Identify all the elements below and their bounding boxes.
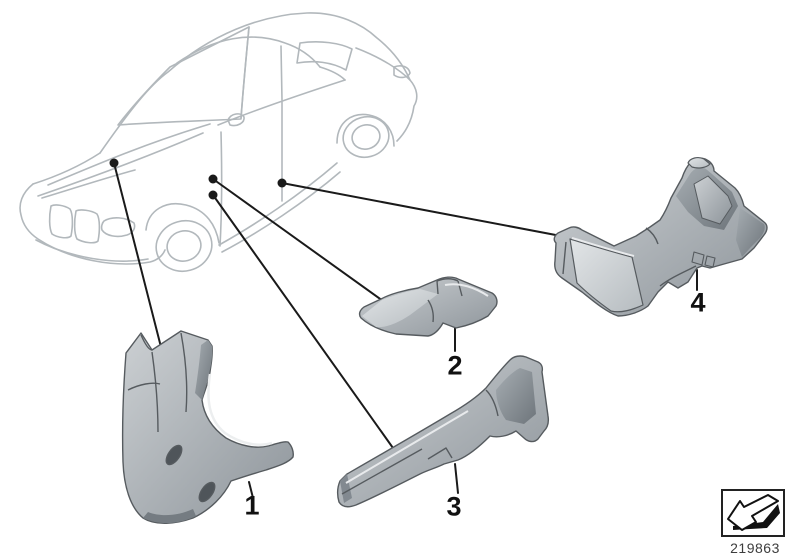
hotspot-dot-2 [208,174,218,184]
callout-label-3[interactable]: 3 [446,491,462,522]
hotspot-dot-1 [109,158,119,168]
part-2-drawing[interactable] [358,276,498,337]
leader-line-part-3 [212,194,394,449]
part-1-slot-upper [165,444,183,466]
orientation-legend-box [721,489,785,537]
part-3-drawing[interactable] [336,355,550,508]
leader-line-part-2 [212,178,384,302]
hotspot-dots [109,158,287,200]
leader-line-part-1 [113,162,163,352]
label-leader-3 [454,463,459,494]
diagram-number: 219863 [730,540,780,556]
callout-label-4[interactable]: 4 [690,287,706,318]
part-4-drawing[interactable] [553,157,768,317]
car-outline-icon [19,12,418,273]
hotspot-dot-4 [277,178,287,188]
label-leader-1 [248,481,254,499]
part-1-drawing[interactable] [121,330,294,524]
hotspot-dot-3 [208,190,218,200]
callout-label-1[interactable]: 1 [244,490,260,521]
callout-label-2[interactable]: 2 [447,350,463,381]
leader-line-part-4 [281,182,562,237]
direction-arrow-icon [727,494,780,531]
part-1-slot-lower [198,481,216,503]
leader-lines [113,162,698,499]
